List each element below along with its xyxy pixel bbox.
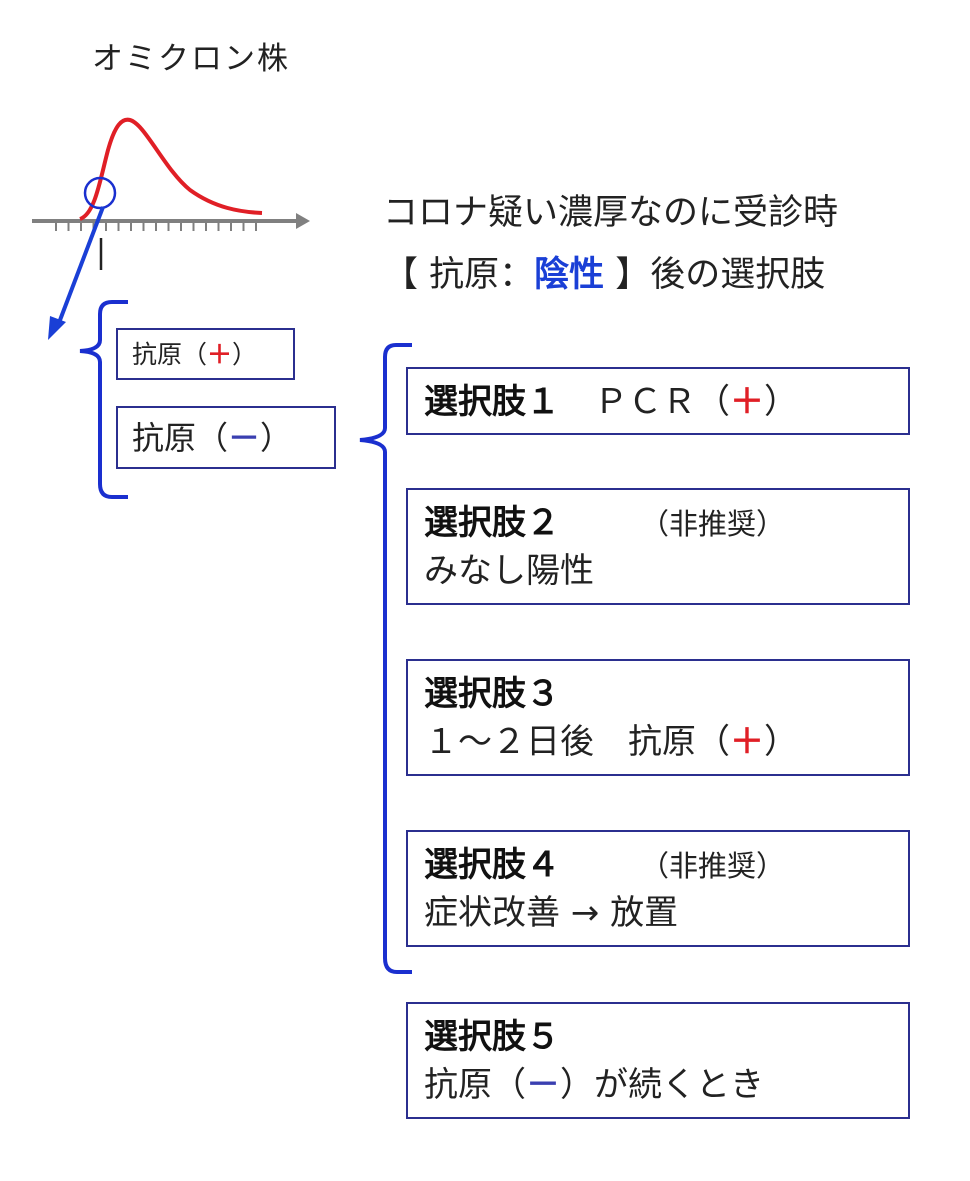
option-5-text: 抗原（: [424, 1065, 526, 1105]
heading-close: 】後の選択肢: [604, 255, 826, 295]
option-4-title: 選択肢４: [424, 845, 560, 885]
option-1-box: 選択肢１ ＰＣＲ（＋）: [406, 367, 910, 435]
axis-ticks: [55, 223, 257, 231]
antigen-negative-close: ）: [260, 419, 293, 457]
antigen-positive-label: 抗原（: [132, 340, 208, 369]
minus-sign: －: [228, 419, 261, 457]
option-3-text: １～２日後 抗原（: [424, 722, 730, 762]
option-3-plus-sign: ＋: [730, 722, 764, 762]
detection-circle: [83, 176, 117, 210]
pointer-arrow: [55, 206, 105, 329]
antigen-negative-box: 抗原（－）: [116, 406, 336, 469]
option-3-close: ）: [764, 722, 798, 762]
option-2-note: （非推奨）: [640, 507, 786, 541]
plus-sign: ＋: [207, 340, 233, 369]
negative-word: 陰性: [534, 255, 605, 295]
option-2-text: みなし陽性: [424, 551, 594, 591]
option-4-note: （非推奨）: [640, 849, 786, 883]
option-4-text: 症状改善 → 放置: [424, 893, 679, 933]
antigen-negative-label: 抗原（: [132, 419, 229, 457]
option-1-title: 選択肢１: [424, 382, 560, 422]
option-3-box: 選択肢３ １～２日後 抗原（＋）: [406, 659, 910, 776]
heading-open: 【 抗原：: [383, 255, 535, 295]
pointer-arrowhead: [48, 316, 66, 340]
option-5-title: 選択肢５: [424, 1017, 560, 1057]
option-2-title: 選択肢２: [424, 503, 560, 543]
option-5-rest: ）が続くとき: [560, 1065, 764, 1105]
option-2-box: 選択肢２ （非推奨） みなし陽性: [406, 488, 910, 605]
strain-title: オミクロン株: [92, 41, 290, 77]
antigen-positive-close: ）: [232, 340, 258, 369]
option-1-close: ）: [764, 382, 798, 422]
option-3-title: 選択肢３: [424, 674, 560, 714]
option-1-pcr: ＰＣＲ（: [560, 382, 730, 422]
option-5-minus-sign: －: [526, 1065, 560, 1105]
viral-curve: [79, 117, 263, 221]
time-axis-arrowhead: [296, 213, 310, 229]
heading-line1: コロナ疑い濃厚なのに受診時: [383, 193, 839, 233]
left-brace: [79, 300, 128, 499]
option-1-plus-sign: ＋: [730, 382, 764, 422]
option-5-box: 選択肢５ 抗原（－）が続くとき: [406, 1002, 910, 1119]
options-brace: [359, 343, 412, 974]
heading-line2: 【 抗原：陰性 】後の選択肢: [383, 258, 825, 293]
option-4-box: 選択肢４ （非推奨） 症状改善 → 放置: [406, 830, 910, 947]
antigen-positive-box: 抗原（＋）: [116, 328, 295, 380]
